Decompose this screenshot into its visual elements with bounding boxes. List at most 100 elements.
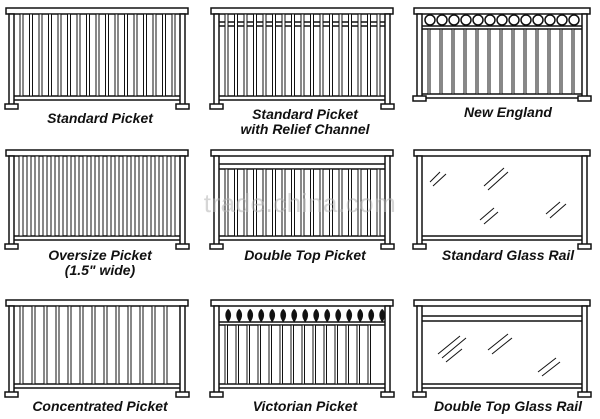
bottom-rail (214, 235, 390, 241)
new-england-drawing (412, 7, 592, 102)
left-post (8, 305, 15, 395)
top-rail (210, 7, 394, 15)
picket (74, 155, 80, 237)
top-rail (413, 7, 591, 15)
picket (98, 155, 104, 237)
picket (319, 13, 324, 97)
caption-standard-picket-relief: Standard Picket with Relief Channel (205, 107, 405, 137)
picket (272, 168, 276, 237)
picket (451, 28, 455, 95)
bottom-rail (9, 95, 185, 101)
picket (29, 13, 33, 97)
finial-ornament (368, 308, 375, 323)
picket (224, 324, 228, 385)
caption-line: Oversize Picket (48, 247, 152, 263)
caption-line: New England (464, 104, 552, 120)
pickets (19, 305, 168, 385)
right-post (384, 13, 391, 109)
rail-concentrated-picket: Concentrated Picket (0, 292, 200, 414)
caption-standard-picket: Standard Picket (0, 111, 200, 126)
picket (234, 168, 238, 237)
picket (114, 13, 119, 97)
left-foot (4, 391, 19, 398)
picket (163, 305, 168, 385)
right-foot (577, 95, 592, 102)
picket (79, 305, 84, 385)
picket (427, 28, 431, 95)
picket (162, 155, 168, 237)
picket (310, 13, 314, 97)
caption-line: Standard Glass Rail (441, 247, 575, 263)
ring-ornament (556, 14, 568, 26)
rail-new-england: New England (408, 0, 600, 120)
standard-glass-drawing (412, 149, 592, 250)
right-post (179, 155, 186, 247)
picket (224, 168, 229, 237)
picket (95, 13, 100, 97)
picket (151, 305, 156, 385)
picket (487, 28, 491, 95)
bottom-rail (214, 95, 390, 101)
picket (171, 13, 176, 97)
picket (224, 13, 229, 97)
picket (67, 305, 72, 385)
top-rail (5, 299, 189, 307)
second-top-rail (419, 315, 585, 322)
picket (571, 28, 575, 95)
picket (357, 168, 362, 237)
finial-ornament (225, 308, 232, 323)
picket (162, 13, 166, 97)
glass-reflections (437, 333, 561, 377)
pickets (224, 324, 371, 385)
picket (234, 13, 238, 97)
picket (281, 168, 286, 237)
ring-ornament (472, 14, 484, 26)
double-top-picket-drawing (209, 149, 395, 250)
right-post (179, 305, 186, 395)
picket (300, 13, 305, 97)
standard-picket-drawing (4, 7, 190, 110)
picket (67, 13, 71, 97)
picket (291, 13, 295, 97)
second-top-rail (216, 163, 388, 170)
right-foot (577, 391, 592, 398)
pickets (19, 13, 176, 97)
picket (152, 13, 157, 97)
left-foot (209, 103, 224, 110)
picket (475, 28, 479, 95)
standard-picket-relief-drawing (209, 7, 395, 110)
glass-reflections (429, 167, 567, 225)
picket (345, 324, 349, 385)
picket (138, 155, 144, 237)
ring-ornament (424, 14, 436, 26)
picket (376, 13, 381, 97)
picket (290, 324, 294, 385)
picket (243, 168, 248, 237)
left-foot (209, 243, 224, 250)
picket (262, 168, 267, 237)
picket (31, 305, 36, 385)
left-foot (412, 391, 427, 398)
finials (225, 308, 386, 323)
ring-ornament (544, 14, 556, 26)
ring-ornament (520, 14, 532, 26)
picket (58, 155, 64, 237)
picket (559, 28, 563, 95)
right-post (179, 13, 186, 109)
picket (272, 13, 276, 97)
picket (511, 28, 515, 95)
picket (34, 155, 40, 237)
left-post (213, 155, 220, 247)
caption-line: Standard Picket (252, 106, 358, 122)
picket (43, 305, 48, 385)
picket (338, 13, 343, 97)
picket (547, 28, 551, 95)
left-foot (412, 243, 427, 250)
picket (235, 324, 239, 385)
picket (357, 13, 362, 97)
right-foot (380, 391, 395, 398)
picket (367, 324, 371, 385)
picket (66, 155, 72, 237)
picket (367, 168, 371, 237)
top-rail (5, 149, 189, 157)
